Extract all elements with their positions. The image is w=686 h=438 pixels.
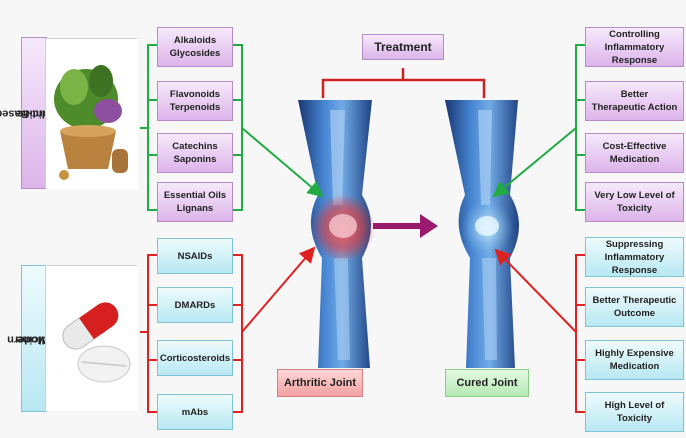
plant-item-alkaloids: Alkaloids Glycosides: [157, 27, 233, 67]
outcome-plant-1-line1: Controlling: [609, 28, 660, 41]
pills-image: [45, 265, 137, 410]
herbs-mortar-icon: [46, 39, 138, 189]
cured-leg-illustration: [445, 100, 519, 368]
outcome-plant-1-line2: Inflammatory Response: [586, 41, 683, 67]
outcome-modern-3-line2: Medication: [610, 360, 660, 373]
modern-item-nsaids: NSAIDs: [157, 238, 233, 274]
plant-item-3-line2: Saponins: [174, 153, 217, 166]
outcome-plant-4: Very Low Level of Toxicity: [585, 182, 684, 222]
outcome-plant-4-line2: Toxicity: [617, 202, 652, 215]
outcome-modern-bracket: [576, 255, 585, 412]
outcome-plant-3-line1: Cost-Effective: [603, 140, 667, 153]
plant-item-4-line1: Essential Oils: [164, 189, 226, 202]
outcome-plant-4-line1: Very Low Level of: [594, 189, 674, 202]
outcome-modern-1: Suppressing Inflammatory Response: [585, 237, 684, 277]
outcome-plant-2-line1: Better: [621, 88, 648, 101]
modern-item-dmards: DMARDs: [157, 287, 233, 323]
plant-item-essential-oils: Essential Oils Lignans: [157, 182, 233, 222]
modern-item-corticosteroids: Corticosteroids: [157, 340, 233, 376]
cured-joint-label: Cured Joint: [445, 369, 529, 397]
treatment-label: Treatment: [362, 34, 444, 60]
outcome-modern-1-line2: Inflammatory Response: [586, 251, 683, 277]
outcome-plant-2: Better Therapeutic Action: [585, 81, 684, 121]
outcome-modern-2-line1: Better Therapeutic: [593, 294, 677, 307]
outcome-modern-4: High Level of Toxicity: [585, 392, 684, 432]
outcome-plant-3-line2: Medication: [610, 153, 660, 166]
outcome-plant-3: Cost-Effective Medication: [585, 133, 684, 173]
arthritic-leg-illustration: [298, 100, 375, 368]
plant-item-3-line1: Catechins: [172, 140, 217, 153]
outcome-modern-2: Better Therapeutic Outcome: [585, 287, 684, 327]
outcome-modern-4-line1: High Level of: [605, 399, 665, 412]
outcome-modern-3-line1: Highly Expensive: [595, 347, 674, 360]
plant-item-2-line2: Terpenoids: [170, 101, 221, 114]
plant-item-flavonoids: Flavonoids Terpenoids: [157, 81, 233, 121]
cure-arrow: [373, 214, 438, 238]
outcome-modern-2-line2: Outcome: [614, 307, 655, 320]
modern-item-mabs: mAbs: [157, 394, 233, 430]
outcome-modern-3: Highly Expensive Medication: [585, 340, 684, 380]
modern-left-bracket: [140, 255, 157, 412]
outcome-plant-bracket: [576, 45, 585, 210]
outcome-plant-2-line2: Therapeutic Action: [592, 101, 678, 114]
arthritic-joint-label: Arthritic Joint: [277, 369, 363, 397]
modern-right-bracket: [233, 255, 242, 412]
plant-left-bracket: [140, 45, 157, 210]
modern-to-joint-arrow: [242, 248, 314, 332]
outcome-modern-1-line1: Suppressing: [606, 238, 664, 251]
outcome-plant-1: Controlling Inflammatory Response: [585, 27, 684, 67]
plant-right-bracket: [233, 45, 242, 210]
plant-item-4-line2: Lignans: [177, 202, 213, 215]
plant-item-2-line1: Flavonoids: [170, 88, 220, 101]
outcome-modern-4-line2: Toxicity: [617, 412, 652, 425]
capsule-pill-icon: [46, 266, 138, 411]
treatment-bracket: [323, 68, 484, 98]
herbs-image: [45, 38, 137, 188]
plant-item-1-line1: Alkaloids: [174, 34, 216, 47]
plant-item-1-line2: Glycosides: [170, 47, 221, 60]
plant-item-catechins: Catechins Saponins: [157, 133, 233, 173]
